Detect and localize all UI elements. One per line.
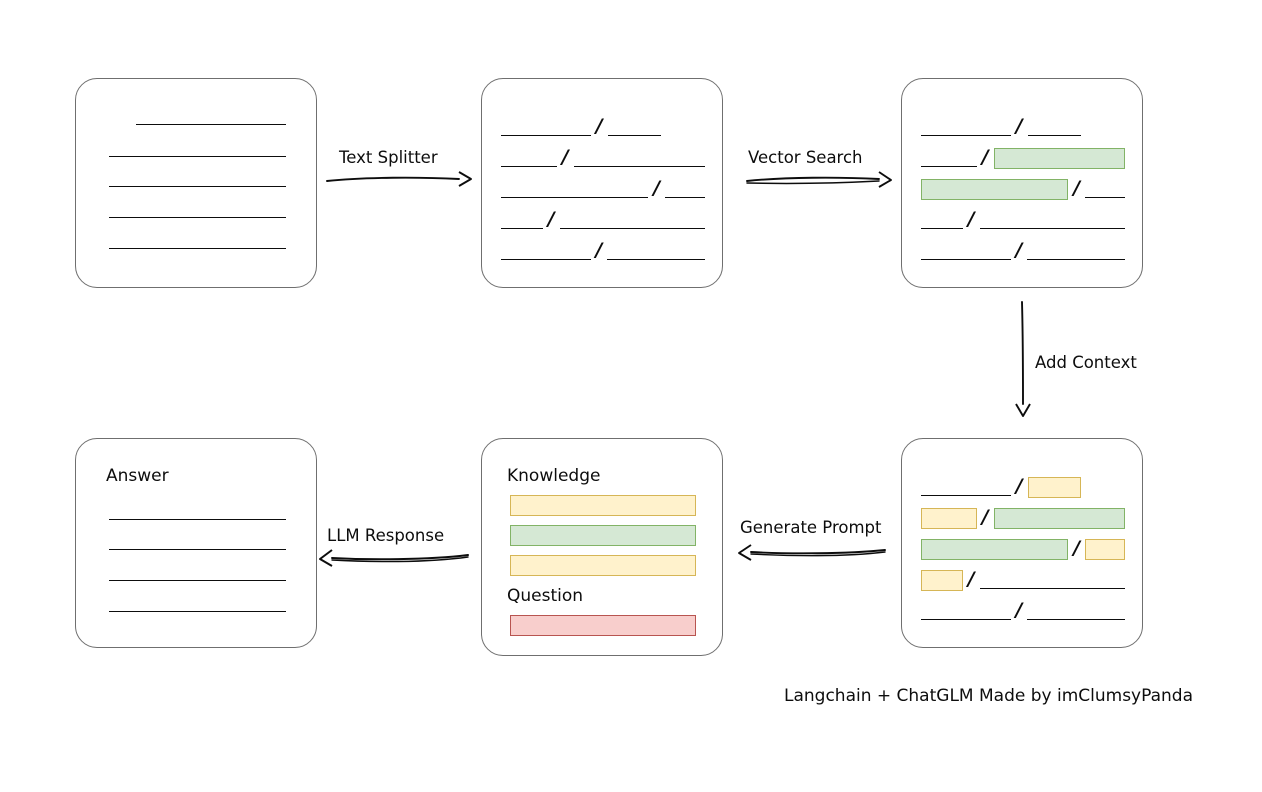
footer-credit: Langchain + ChatGLM Made by imClumsyPand… (784, 686, 1193, 706)
document-line (109, 186, 286, 187)
split-row: / (921, 507, 1125, 529)
split-row: / (921, 240, 1125, 262)
split-document-rows: / / / / / (482, 79, 722, 287)
answer-box-card[interactable]: Answer (75, 438, 317, 648)
arrow-add-context (1015, 301, 1031, 417)
split-slash: / (1015, 238, 1023, 261)
arrow-generate-prompt (738, 544, 886, 561)
split-row: / (501, 207, 706, 231)
split-row: / (921, 207, 1126, 231)
source-document-card[interactable] (75, 78, 317, 288)
split-slash: / (595, 114, 603, 137)
segment-plain (979, 209, 1126, 231)
split-slash: / (547, 207, 555, 230)
split-slash: / (981, 145, 989, 168)
question-label: Question (507, 586, 584, 606)
segment-plain (559, 209, 706, 231)
context-document-card[interactable]: / / / / / (901, 438, 1143, 648)
segment-highlight-yellow (1085, 538, 1125, 560)
knowledge-label: Knowledge (507, 466, 601, 486)
arrow-text-splitter (326, 171, 472, 187)
split-row: / (921, 538, 1125, 560)
split-row: / (921, 476, 1125, 498)
segment-plain (1027, 600, 1125, 622)
split-row: / (921, 600, 1125, 622)
answer-line (109, 549, 286, 550)
segment-plain (665, 178, 705, 200)
segment-plain (573, 147, 706, 169)
edge-label-generate-prompt: Generate Prompt (740, 518, 882, 537)
segment-plain (921, 476, 1011, 498)
split-slash: / (981, 505, 989, 528)
answer-line (109, 580, 286, 581)
segment-highlight-green (993, 147, 1125, 169)
source-document-lines (76, 79, 316, 287)
segment-plain (1027, 116, 1081, 138)
matched-document-card[interactable]: / / / / / (901, 78, 1143, 288)
document-line (109, 248, 286, 249)
segment-highlight-yellow (921, 507, 977, 529)
segment-plain (921, 116, 1011, 138)
split-slash: / (653, 176, 661, 199)
answer-line (109, 519, 286, 520)
arrow-vector-search (746, 171, 892, 188)
split-row: / (921, 147, 1125, 169)
prompt-box-card[interactable]: Knowledge Question (481, 438, 723, 656)
segment-plain (607, 116, 661, 138)
segment-plain (1027, 240, 1125, 262)
segment-plain (501, 240, 591, 262)
split-document-card[interactable]: / / / / / (481, 78, 723, 288)
context-document-rows: / / / / / (902, 439, 1142, 647)
segment-plain (501, 178, 649, 200)
split-slash: / (967, 207, 975, 230)
segment-plain (921, 209, 963, 231)
split-slash: / (561, 145, 569, 168)
edge-label-vector-search: Vector Search (748, 148, 863, 167)
knowledge-bar (510, 555, 696, 576)
segment-plain (921, 240, 1011, 262)
answer-line (109, 611, 286, 612)
segment-highlight-yellow (921, 569, 963, 591)
arrow-llm-response (319, 549, 469, 567)
matched-document-rows: / / / / / (902, 79, 1142, 287)
segment-plain (921, 147, 977, 169)
split-row: / (501, 145, 706, 169)
segment-plain (501, 147, 557, 169)
answer-lines (76, 439, 316, 647)
segment-highlight-yellow (1027, 476, 1081, 498)
segment-highlight-green (921, 178, 1069, 200)
edge-label-add-context: Add Context (1035, 353, 1137, 372)
segment-plain (607, 240, 705, 262)
split-row: / (921, 116, 1125, 138)
segment-highlight-green (921, 538, 1069, 560)
split-slash: / (1073, 536, 1081, 559)
split-slash: / (967, 567, 975, 590)
split-row: / (921, 178, 1125, 200)
question-bar (510, 615, 696, 636)
split-row: / (501, 178, 705, 200)
split-slash: / (1015, 114, 1023, 137)
split-slash: / (595, 238, 603, 261)
split-slash: / (1015, 598, 1023, 621)
segment-plain (979, 569, 1126, 591)
split-row: / (501, 116, 705, 138)
segment-plain (501, 116, 591, 138)
segment-plain (921, 600, 1011, 622)
answer-label: Answer (106, 466, 169, 486)
split-row: / (921, 567, 1126, 591)
knowledge-bar (510, 525, 696, 546)
edge-label-llm-response: LLM Response (327, 526, 445, 545)
segment-plain (501, 209, 543, 231)
split-slash: / (1015, 474, 1023, 497)
document-line (136, 124, 286, 125)
document-line (109, 217, 286, 218)
split-slash: / (1073, 176, 1081, 199)
segment-highlight-green (993, 507, 1125, 529)
split-row: / (501, 240, 705, 262)
edge-label-text-splitter: Text Splitter (339, 148, 438, 167)
knowledge-bar (510, 495, 696, 516)
document-line (109, 156, 286, 157)
segment-plain (1085, 178, 1125, 200)
